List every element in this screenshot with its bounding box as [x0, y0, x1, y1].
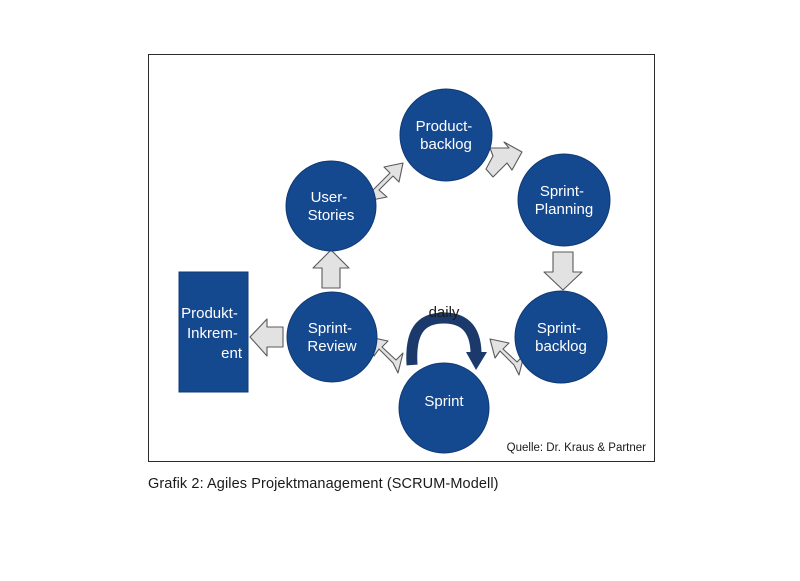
hit-produkt-inkrement[interactable]	[179, 272, 248, 392]
hit-sprint-review[interactable]	[287, 292, 377, 382]
figure-caption: Grafik 2: Agiles Projektmanagement (SCRU…	[148, 476, 499, 492]
hit-sprint-backlog[interactable]	[515, 291, 607, 383]
hit-user-stories[interactable]	[286, 161, 376, 251]
hit-product-backlog[interactable]	[400, 89, 492, 181]
hit-sprint[interactable]	[399, 363, 489, 453]
hit-sprint-planning[interactable]	[518, 154, 610, 246]
